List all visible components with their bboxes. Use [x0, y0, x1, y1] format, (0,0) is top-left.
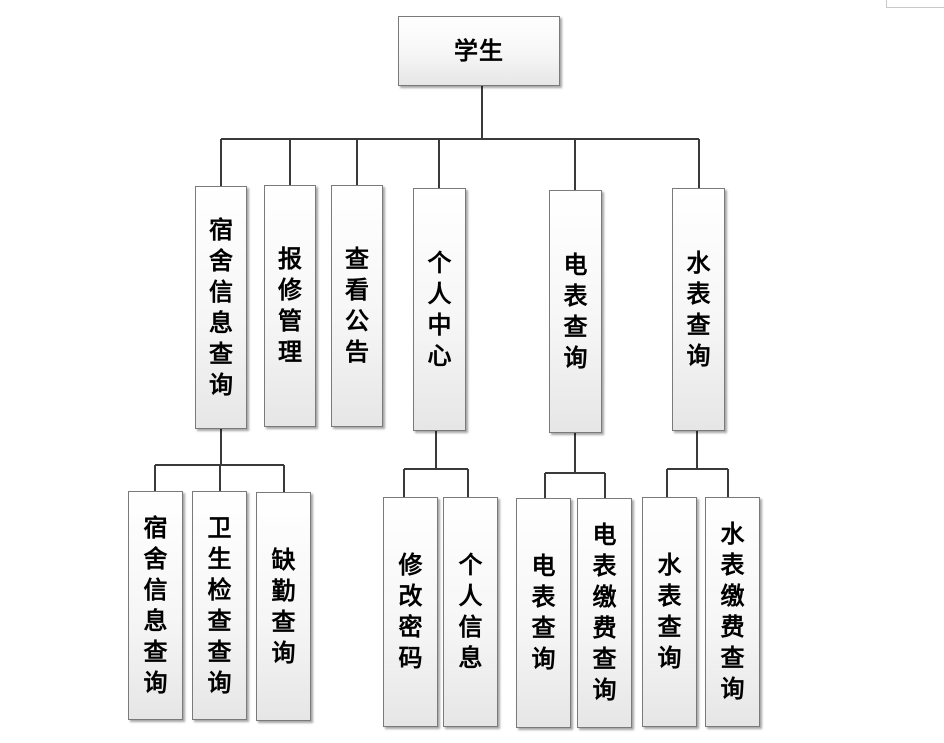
node-student-label: 学生 [454, 36, 504, 65]
node-personal-center-label: 个人中心 [427, 248, 452, 370]
node-sub-electricity-payment-query: 电表缴费查询 [577, 498, 632, 728]
node-sub-water-meter-query-label: 水表查询 [657, 551, 682, 672]
node-water-meter-query: 水表查询 [672, 188, 725, 431]
node-sub-water-payment-query: 水表缴费查询 [705, 497, 760, 727]
node-dorm-info-query: 宿舍信息查询 [195, 186, 247, 429]
node-sub-change-password-label: 修改密码 [398, 551, 423, 672]
node-sub-hygiene-check-query: 卫生检查查询 [192, 491, 247, 720]
page-corner-mark [886, 0, 944, 8]
node-sub-water-payment-query-label: 水表缴费查询 [720, 520, 745, 703]
node-sub-dorm-info-query-label: 宿舍信息查询 [143, 513, 168, 697]
node-electricity-meter-query-label: 电表查询 [563, 250, 588, 372]
node-repair-management-label: 报修管理 [278, 245, 302, 366]
node-dorm-info-query-label: 宿舍信息查询 [209, 215, 233, 399]
node-sub-electricity-meter-query: 电表查询 [516, 498, 571, 728]
node-repair-management: 报修管理 [264, 185, 316, 427]
node-personal-center: 个人中心 [413, 188, 466, 431]
node-view-notices-label: 查看公告 [345, 245, 369, 366]
node-electricity-meter-query: 电表查询 [549, 190, 602, 433]
node-sub-absence-query: 缺勤查询 [256, 492, 311, 721]
node-sub-dorm-info-query: 宿舍信息查询 [128, 491, 183, 720]
node-student: 学生 [398, 16, 560, 86]
node-sub-personal-info: 个人信息 [443, 497, 498, 727]
node-sub-water-meter-query: 水表查询 [642, 497, 697, 727]
node-view-notices: 查看公告 [331, 185, 383, 427]
node-sub-electricity-payment-query-label: 电表缴费查询 [592, 521, 617, 704]
node-sub-hygiene-check-query-label: 卫生检查查询 [207, 513, 232, 697]
node-sub-absence-query-label: 缺勤查询 [271, 545, 296, 667]
node-sub-change-password: 修改密码 [383, 497, 438, 727]
node-sub-electricity-meter-query-label: 电表查询 [531, 552, 556, 673]
node-sub-personal-info-label: 个人信息 [458, 551, 483, 672]
node-water-meter-query-label: 水表查询 [686, 248, 711, 370]
